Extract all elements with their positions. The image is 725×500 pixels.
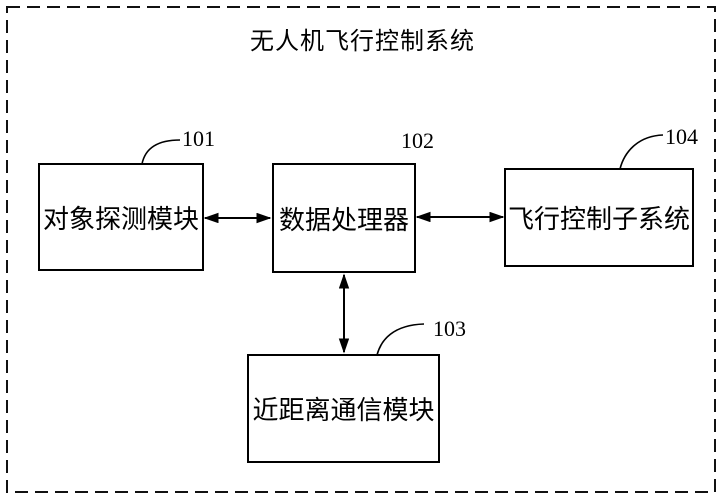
block-label: 对象探测模块	[42, 204, 199, 234]
diagram-title: 无人机飞行控制系统	[250, 29, 475, 55]
block-label: 数据处理器	[278, 205, 409, 235]
ref-number-104: 104	[665, 124, 698, 149]
block-label: 飞行控制子系统	[507, 205, 690, 234]
leader-line-104	[619, 134, 664, 170]
block-object-detection-module: 对象探测模块	[38, 163, 204, 271]
block-short-range-communication-module: 近距离通信模块	[247, 354, 440, 463]
block-label: 近距离通信模块	[252, 396, 435, 425]
ref-number-101: 101	[182, 126, 215, 151]
block-data-processor: 数据处理器	[272, 163, 416, 273]
leader-line-103	[376, 323, 425, 356]
dashed-border	[6, 6, 716, 493]
ref-number-103: 103	[433, 316, 466, 341]
block-flight-control-subsystem: 飞行控制子系统	[504, 168, 694, 267]
leader-line-101	[141, 139, 181, 165]
ref-number-102: 102	[401, 128, 434, 153]
